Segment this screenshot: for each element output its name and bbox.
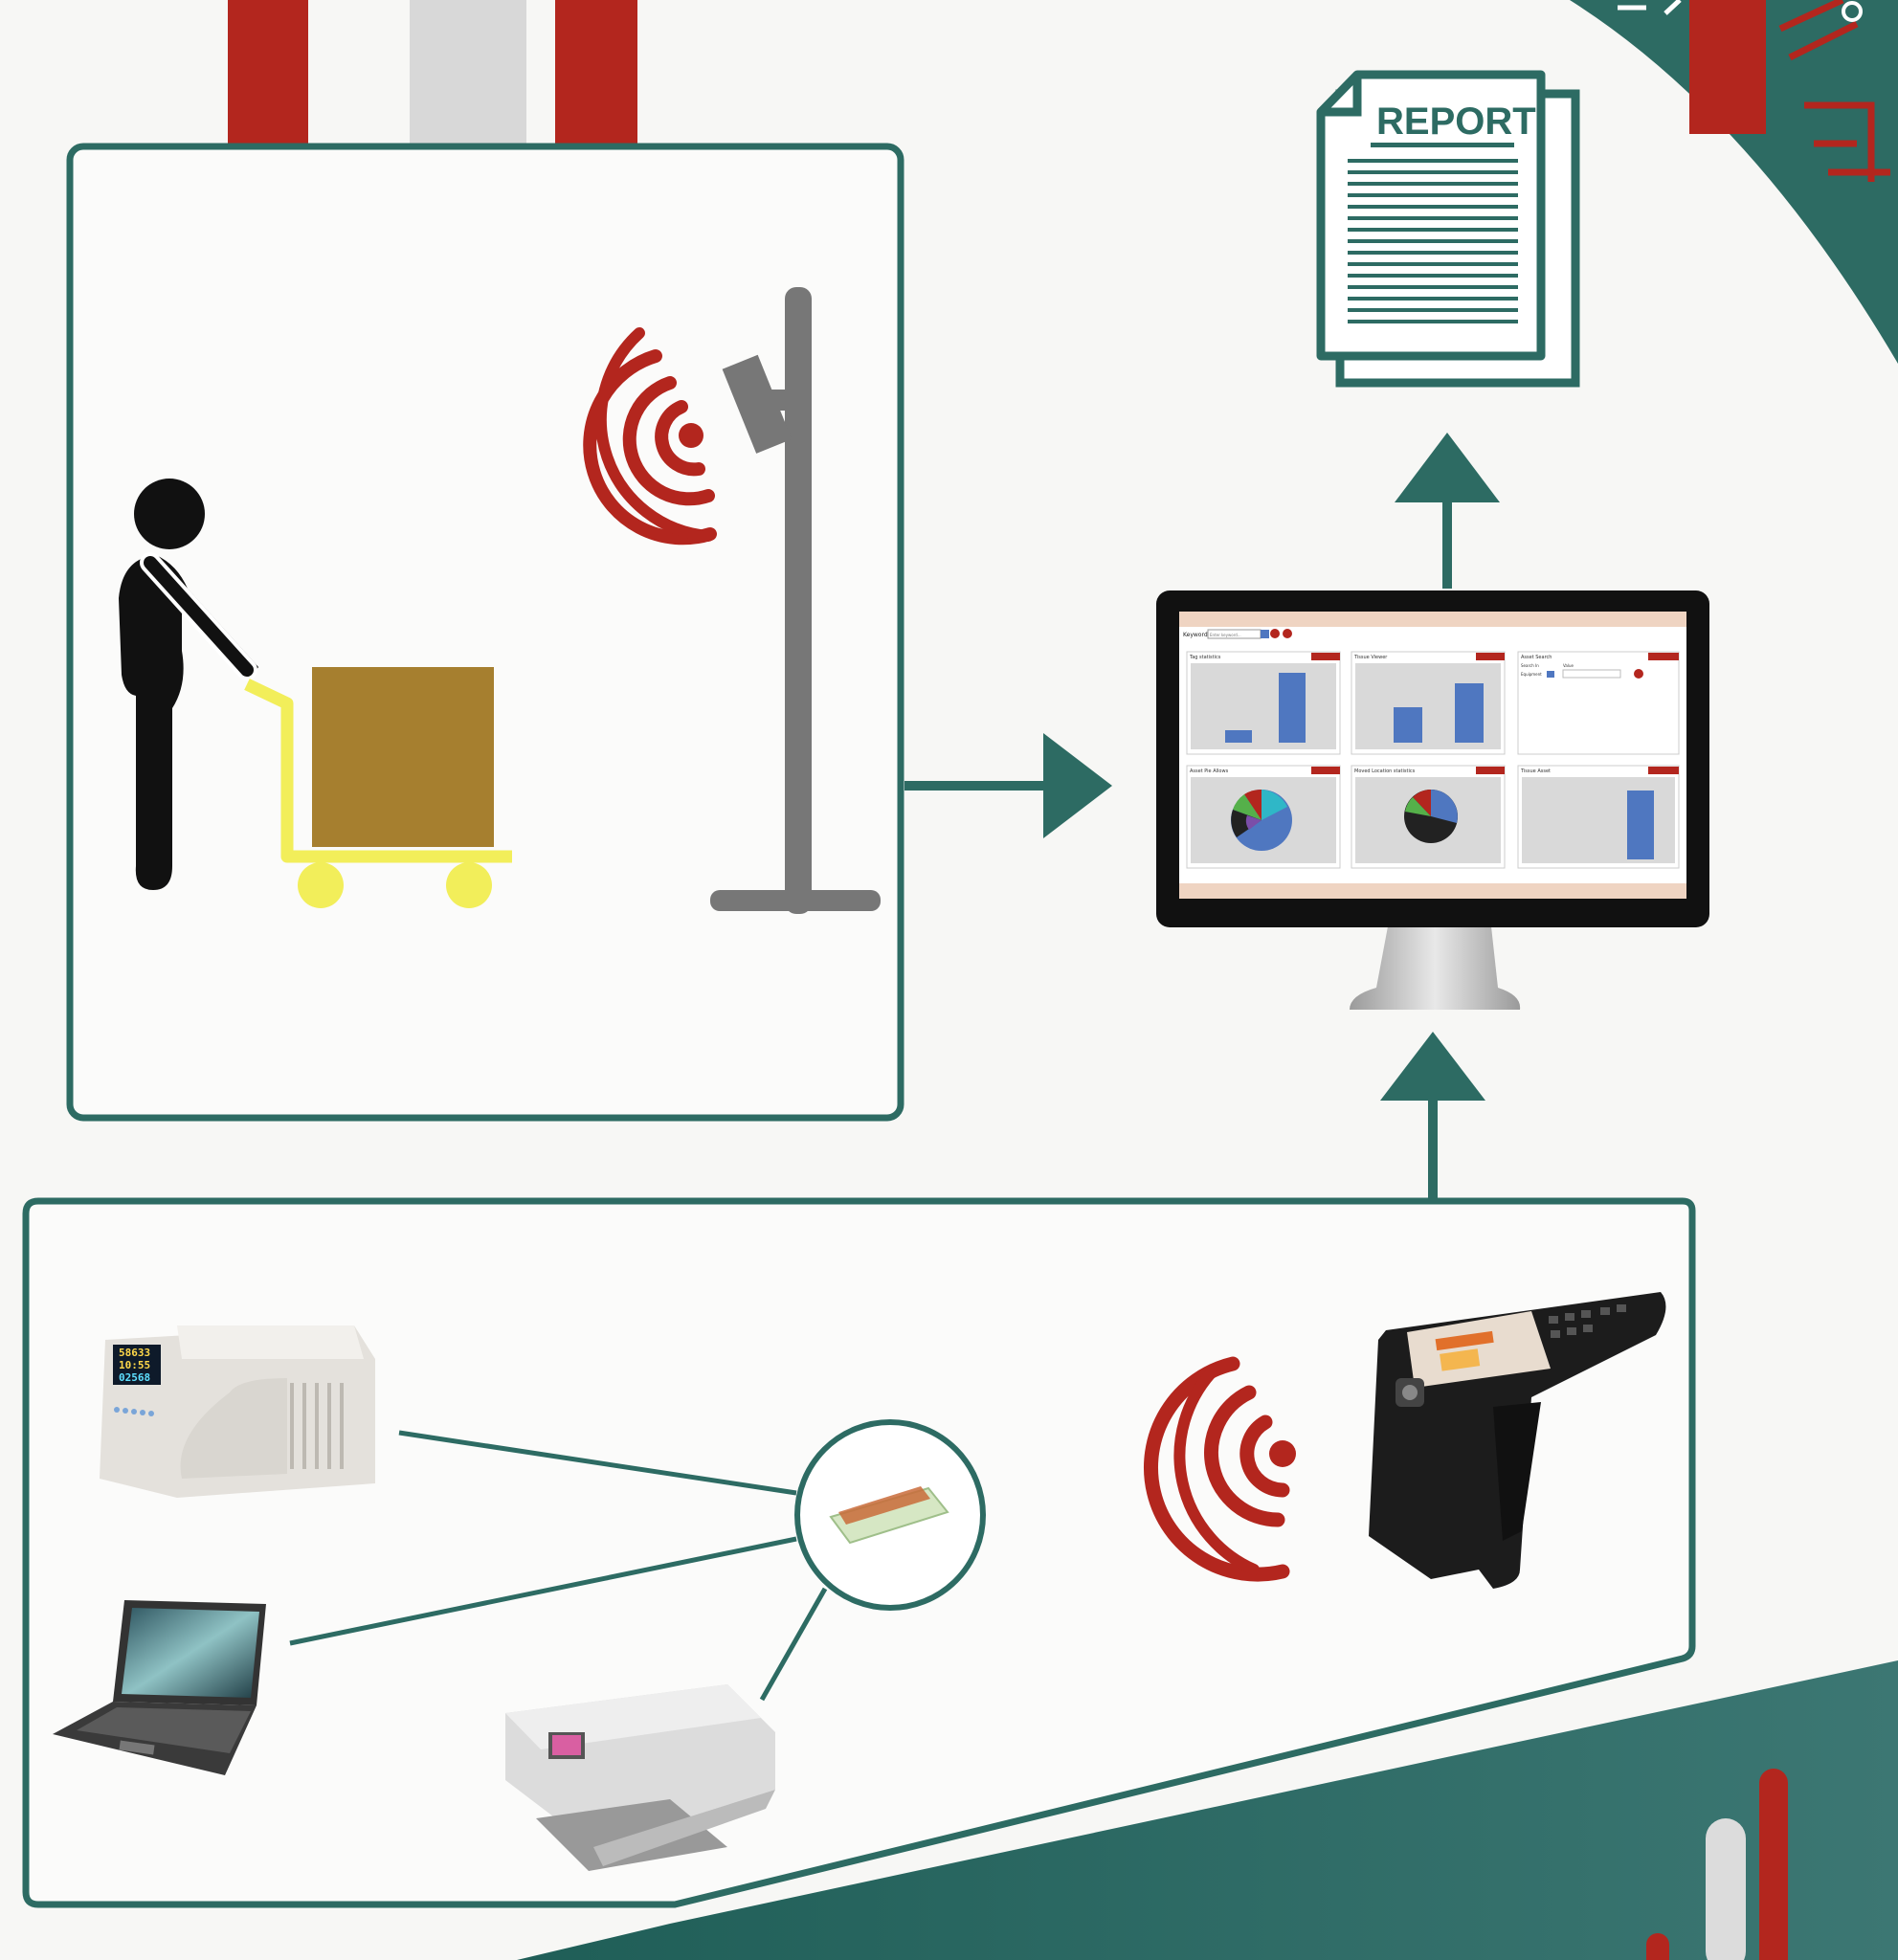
display-line-2: 10:55 [119, 1359, 150, 1371]
panel-title: Tag statistics [1189, 655, 1221, 660]
rfid-signal-icon [1143, 1356, 1296, 1582]
keyword-placeholder: Enter keyword... [1210, 633, 1241, 637]
panel-title: Asset Pie Allows [1190, 768, 1229, 774]
panel-title: Asset Search [1521, 655, 1552, 660]
inkjet-printer [505, 1684, 775, 1871]
tag-connection-lines [289, 1430, 828, 1702]
reset-icon[interactable] [1283, 629, 1292, 638]
worker-figure [119, 479, 258, 890]
rfid-signal-icon [583, 327, 717, 546]
rfid-antenna-pole [710, 287, 881, 914]
panel-tissue-viewer: Tissue Viewer [1351, 651, 1506, 755]
keyword-label: Keyword: [1183, 632, 1210, 638]
arrow-right-icon [904, 733, 1112, 838]
chart-bar [1279, 673, 1306, 743]
handheld-rfid-reader [1369, 1292, 1666, 1589]
panel-asset-pie: Asset Pie Allows [1186, 765, 1341, 869]
arrow-up-icon [1395, 433, 1500, 589]
chart-bar [1627, 791, 1654, 859]
search-in-label: Search In [1521, 663, 1539, 668]
rfid-tag-icon [794, 1419, 986, 1611]
top-stripes-decoration [228, 0, 637, 144]
report-document-icon: REPORT [1316, 70, 1580, 388]
panel-tissue-asset: Tissue Asset [1517, 765, 1680, 869]
arrow-up-icon [1380, 1032, 1485, 1204]
panel-title: Tissue Asset [1520, 768, 1551, 774]
report-title: REPORT [1376, 100, 1536, 143]
panel-title: Tissue Viewer [1353, 655, 1388, 660]
laptop [53, 1600, 266, 1775]
search-icon[interactable] [1634, 669, 1643, 679]
chart-bar [1225, 730, 1252, 743]
display-line-1: 58633 [119, 1347, 150, 1359]
value-label: Value [1563, 663, 1574, 668]
card-issuing-machine: 58633 10:55 02568 [100, 1325, 375, 1498]
display-line-3: 02568 [119, 1371, 150, 1384]
panel-tag-statistics: Tag statistics [1186, 651, 1341, 755]
corner-circuit-decoration [1570, 0, 1898, 364]
value-input[interactable] [1562, 669, 1621, 679]
bottom-band-decoration [517, 1660, 1898, 1960]
equipment-label: Equipment [1521, 672, 1542, 677]
cart-with-box [244, 667, 512, 908]
chart-bar [1455, 683, 1484, 743]
panel-title: Moved Location statistics [1354, 768, 1416, 774]
panel-asset-search: Asset Search Search In Value Equipment [1517, 651, 1680, 755]
panel-moved-location: Moved Location statistics [1351, 765, 1506, 869]
warehouse-scene-box [66, 143, 904, 1122]
search-icon[interactable] [1270, 629, 1280, 638]
dashboard-monitor: Keyword: Enter keyword... Tag statistics… [1156, 590, 1709, 1010]
equipment-select[interactable] [1547, 671, 1554, 678]
search-button[interactable] [1261, 630, 1269, 638]
chart-bar [1394, 707, 1422, 743]
